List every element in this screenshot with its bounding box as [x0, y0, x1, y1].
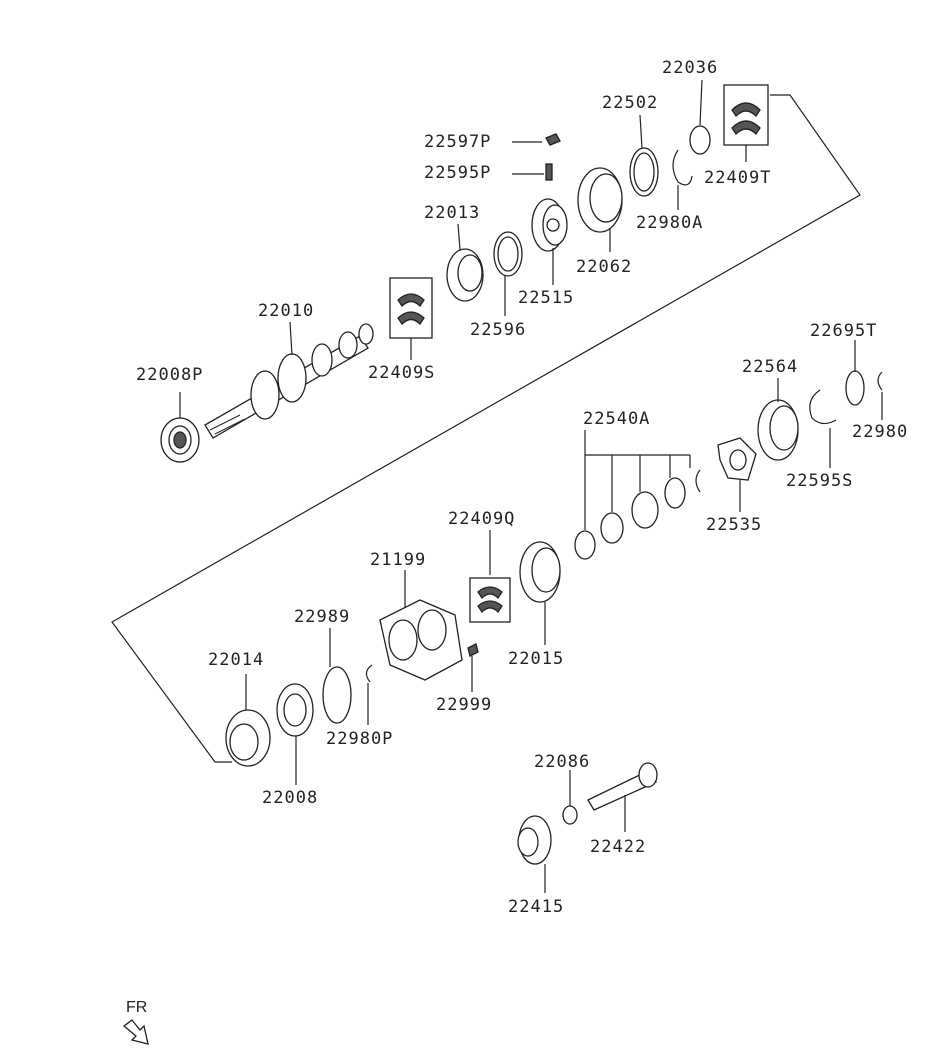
- bearing-22409Q: [469, 577, 511, 623]
- circlip-22980: [877, 371, 883, 391]
- cover-21199: [379, 599, 463, 681]
- gear-22015: [519, 541, 561, 603]
- circlip-22980A: [672, 149, 693, 186]
- ring-22989: [322, 666, 352, 724]
- gear-22415: [517, 815, 552, 865]
- label-22564: 22564: [742, 357, 798, 377]
- label-22535: 22535: [706, 515, 762, 535]
- label-22595S: 22595S: [786, 471, 853, 491]
- label-22980P: 22980P: [326, 729, 393, 749]
- assembly-outline: [111, 94, 861, 763]
- hub-22515: [531, 198, 568, 252]
- shaft-22422: [587, 762, 658, 811]
- label-22980: 22980: [852, 422, 908, 442]
- bearing-22008P: [160, 417, 200, 463]
- ring-22695T: [845, 370, 865, 406]
- label-22999: 22999: [436, 695, 492, 715]
- label-22415: 22415: [508, 897, 564, 917]
- ring-22502: [629, 147, 659, 197]
- gear-22062: [577, 167, 623, 233]
- label-22409Q: 22409Q: [448, 509, 515, 529]
- gear-22564: [757, 399, 799, 461]
- label-22086: 22086: [534, 752, 590, 772]
- gear-22013: [446, 248, 484, 302]
- fr-label: FR: [126, 999, 147, 1016]
- label-22010: 22010: [258, 301, 314, 321]
- label-22595P: 22595P: [424, 163, 491, 183]
- label-22008: 22008: [262, 788, 318, 808]
- label-22008P: 22008P: [136, 365, 203, 385]
- leader-lines: [179, 79, 883, 893]
- ring-22595S: [809, 389, 837, 425]
- label-22596: 22596: [470, 320, 526, 340]
- label-22013: 22013: [424, 203, 480, 223]
- label-21199: 21199: [370, 550, 426, 570]
- label-22062: 22062: [576, 257, 632, 277]
- bearing-22409T: [723, 84, 769, 146]
- label-22422: 22422: [590, 837, 646, 857]
- label-22409T: 22409T: [704, 168, 771, 188]
- label-22015: 22015: [508, 649, 564, 669]
- pin-22595P: [545, 163, 553, 181]
- collar-22086: [562, 805, 578, 825]
- label-22597P: 22597P: [424, 132, 491, 152]
- ring-22596: [493, 231, 523, 277]
- front-arrow-icon: [122, 1019, 149, 1045]
- label-22014: 22014: [208, 650, 264, 670]
- label-22036: 22036: [662, 58, 718, 78]
- label-22502: 22502: [602, 93, 658, 113]
- label-22540A: 22540A: [583, 409, 650, 429]
- label-22989: 22989: [294, 607, 350, 627]
- synchro-set-22540A: [574, 469, 701, 560]
- label-22695T: 22695T: [810, 321, 877, 341]
- bearing-22008: [276, 683, 314, 737]
- label-22980A: 22980A: [636, 213, 703, 233]
- label-22409S: 22409S: [368, 363, 435, 383]
- circlip-22980P: [365, 664, 373, 683]
- key-22597P: [545, 133, 561, 146]
- ring-22036: [689, 125, 711, 155]
- main-shaft-22010: [204, 323, 374, 439]
- bearing-22409S: [389, 277, 433, 339]
- label-22515: 22515: [518, 288, 574, 308]
- hub-22535: [717, 437, 757, 481]
- bolt-22999: [467, 643, 479, 657]
- gear-22014: [225, 709, 271, 767]
